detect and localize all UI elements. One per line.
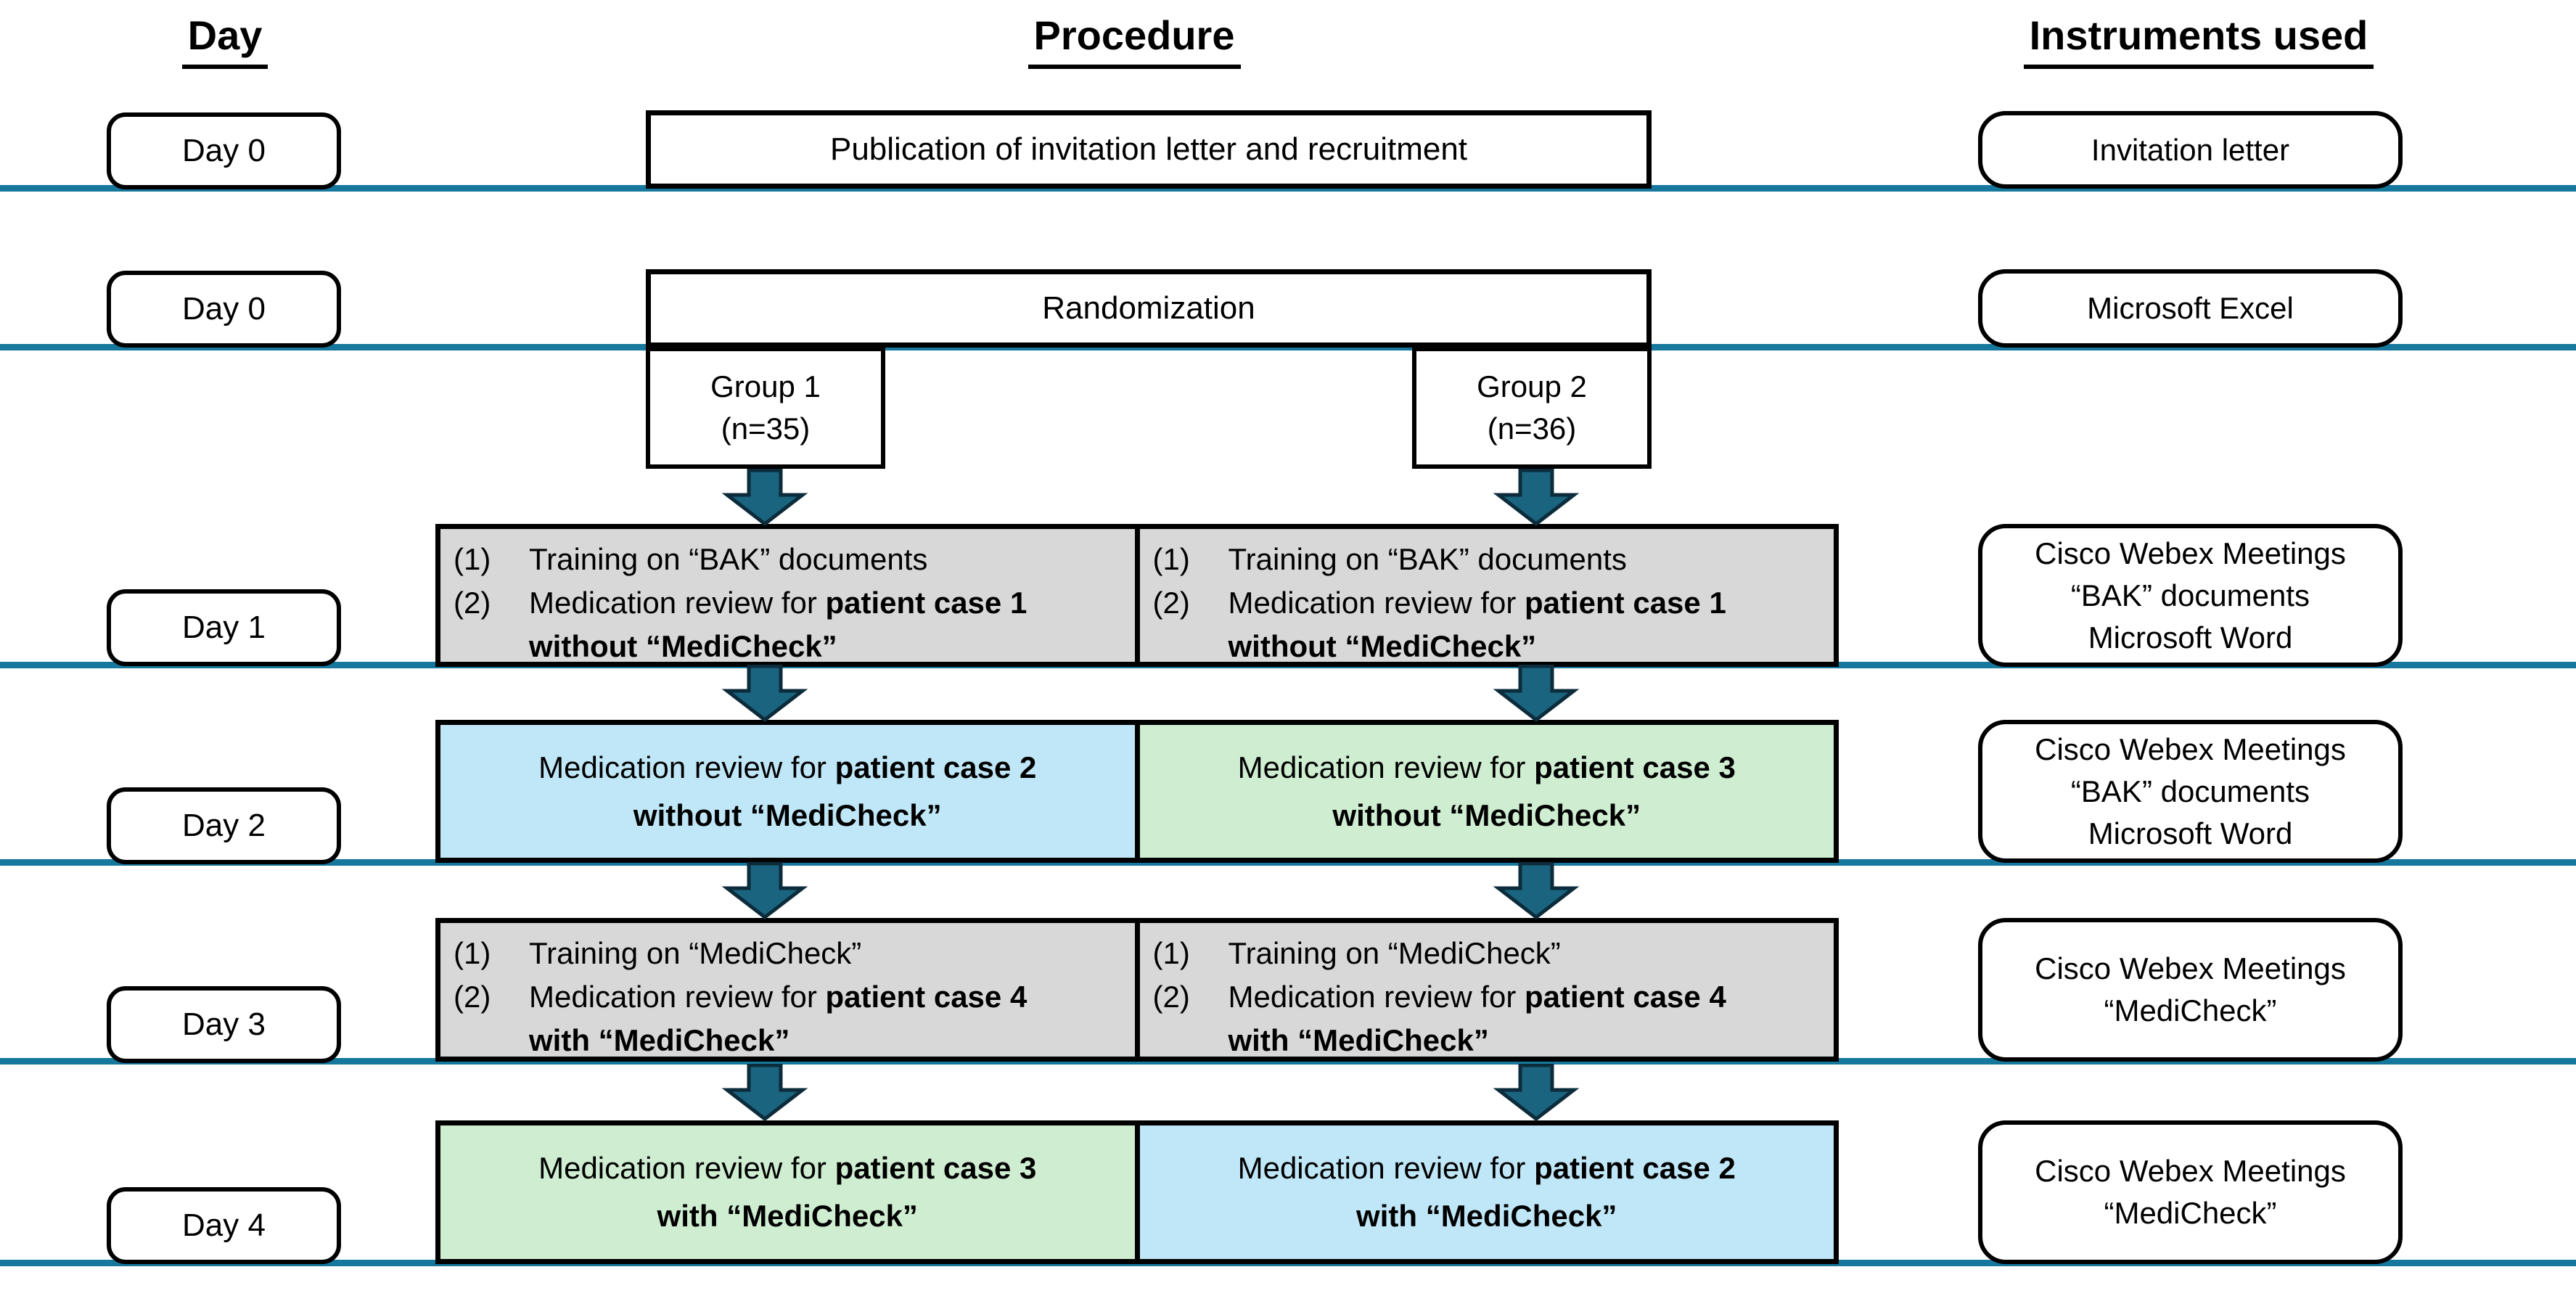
day3-group1-cell: (1) Training on “MediCheck” (2) Medication… [440,923,1135,1057]
instrument-line: Microsoft Word [2088,620,2293,655]
instruments-box-day2: Cisco Webex Meetings “BAK” documents Mic… [1978,720,2403,863]
list-item: (1) Training on “MediCheck” [454,932,1128,975]
cell-divider [1134,923,1140,1057]
day-label-text: Day 3 [182,1006,266,1042]
day3-group2-cell: (1) Training on “MediCheck” (2) Medication… [1139,923,1834,1057]
arrow-down-icon [1493,665,1580,723]
group1-text: Group 1(n=35) [710,369,821,446]
item-number: (2) [1152,586,1190,620]
item-text: Training on “BAK” documents [1228,542,1627,576]
day1-procedure-band: (1) Training on “BAK” documents (2) Medica… [435,524,1839,667]
instruments-header-text: Instruments used [2023,12,2374,69]
randomization-text: Randomization [1042,290,1255,326]
day-label-text: Day 0 [182,291,266,327]
instrument-line: Cisco Webex Meetings [2035,536,2346,570]
day-column-header: Day [87,7,363,73]
day-label-randomization: Day 0 [107,271,341,348]
cell-divider [1134,1125,1140,1259]
instrument-line: “BAK” documents [2070,578,2310,612]
item-text: Training on “MediCheck” [1228,936,1561,970]
item-text: Training on “BAK” documents [529,542,928,576]
arrow-down-icon [1493,862,1580,920]
procedure-column-header: Procedure [844,7,1424,73]
day-label-day1: Day 1 [107,589,341,666]
day-label-day2: Day 2 [107,787,341,864]
item-number: (2) [454,586,491,620]
arrow-down-icon [1493,469,1580,527]
list-item: (1) Training on “BAK” documents [1153,538,1827,581]
instrument-line: “BAK” documents [2070,774,2310,808]
instruments-column-header: Instruments used [1959,7,2438,73]
group2-text: Group 2(n=36) [1477,369,1587,446]
instrument-line: Cisco Webex Meetings [2035,1154,2346,1188]
publication-text: Publication of invitation letter and rec… [829,131,1468,167]
instruments-box-day4: Cisco Webex Meetings “MediCheck” [1978,1120,2403,1264]
day1-group2-cell: (1) Training on “BAK” documents (2) Medica… [1139,529,1834,663]
arrow-down-icon [721,1064,808,1122]
day-label-publication: Day 0 [107,112,341,189]
item-number: (1) [1152,542,1190,576]
group1-box: Group 1(n=35) [646,347,885,469]
group2-box: Group 2(n=36) [1412,347,1652,469]
day3-procedure-band: (1) Training on “MediCheck” (2) Medication… [435,918,1839,1062]
arrow-down-icon [721,665,808,723]
day-label-day3: Day 3 [107,986,341,1063]
randomization-box: Randomization [646,269,1652,348]
instrument-line: Microsoft Word [2088,816,2293,850]
instrument-line: Cisco Webex Meetings [2035,731,2346,766]
day-label-text: Day 4 [182,1207,266,1243]
procedure-header-text: Procedure [1027,12,1241,69]
item-number: (2) [1152,980,1190,1014]
instrument-line: Invitation letter [2091,132,2290,167]
instruments-box-day3: Cisco Webex Meetings “MediCheck” [1978,918,2403,1062]
item-number: (2) [454,980,491,1014]
list-item: (1) Training on “BAK” documents [454,538,1128,581]
instruments-box-publication: Invitation letter [1978,111,2403,189]
instrument-line: Microsoft Excel [2087,291,2294,325]
arrow-down-icon [1493,1064,1580,1122]
arrow-down-icon [721,469,808,527]
day-header-text: Day [181,12,268,69]
day-label-day4: Day 4 [107,1187,341,1264]
item-text: Training on “MediCheck” [529,936,862,970]
list-item: (1) Training on “MediCheck” [1153,932,1827,975]
day-label-text: Day 1 [182,610,266,645]
publication-box: Publication of invitation letter and rec… [646,110,1652,189]
day-label-text: Day 2 [182,808,266,843]
item-number: (1) [454,936,491,970]
item-number: (1) [1152,936,1190,970]
day1-group1-cell: (1) Training on “BAK” documents (2) Medica… [440,529,1135,663]
instruments-box-day1: Cisco Webex Meetings “BAK” documents Mic… [1978,524,2403,667]
instrument-line: “MediCheck” [2104,1196,2277,1230]
cell-divider [1134,529,1140,662]
day-label-text: Day 0 [182,133,266,168]
arrow-down-icon [721,862,808,920]
instruments-box-randomization: Microsoft Excel [1978,269,2403,348]
cell-divider [1134,725,1140,858]
instrument-line: Cisco Webex Meetings [2035,951,2346,985]
instrument-line: “MediCheck” [2104,993,2277,1028]
item-number: (1) [454,542,491,576]
